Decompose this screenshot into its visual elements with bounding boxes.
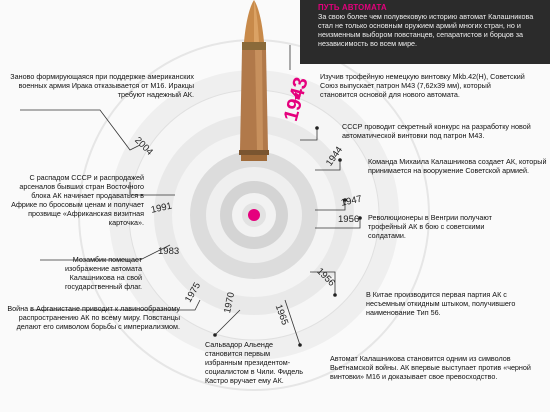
cartridge-icon (239, 0, 269, 161)
year-1956a: 1956 (338, 214, 360, 225)
intro-text: За свою более чем полувековую историю ав… (318, 12, 534, 48)
intro-title: ПУТЬ АВТОМАТА (318, 3, 387, 12)
event-1943: Изучив трофейную немецкую винтовку Mkb.4… (320, 72, 525, 99)
leader-lines (20, 45, 361, 346)
event-1956b: В Китае производится первая партия АК с … (366, 290, 516, 317)
year-1983: 1983 (158, 246, 180, 257)
event-1983: Мозамбик помещает изображение автомата К… (64, 255, 142, 291)
event-1965: Автомат Калашникова становится одним из … (330, 354, 531, 381)
leader-dots (213, 126, 362, 347)
intro-panel: ПУТЬ АВТОМАТА За свою более чем полувеко… (300, 0, 550, 64)
center-dot (248, 209, 260, 221)
marker-1943 (295, 92, 301, 100)
event-1970: Сальвадор Альенде становится первым избр… (205, 340, 303, 385)
event-2004: Заново формирующаяся при поддержке амери… (10, 72, 194, 99)
event-1991: С распадом СССР и распродажей арсеналов … (11, 173, 144, 227)
event-1944: СССР проводит секретный конкурс на разра… (342, 122, 531, 140)
event-1975: Война в Афганистане приводит к лавинообр… (7, 304, 180, 331)
event-1947: Команда Михаила Калашникова создает АК, … (368, 157, 547, 175)
event-1956a: Революционеры в Венгрии получают трофейн… (368, 213, 492, 240)
